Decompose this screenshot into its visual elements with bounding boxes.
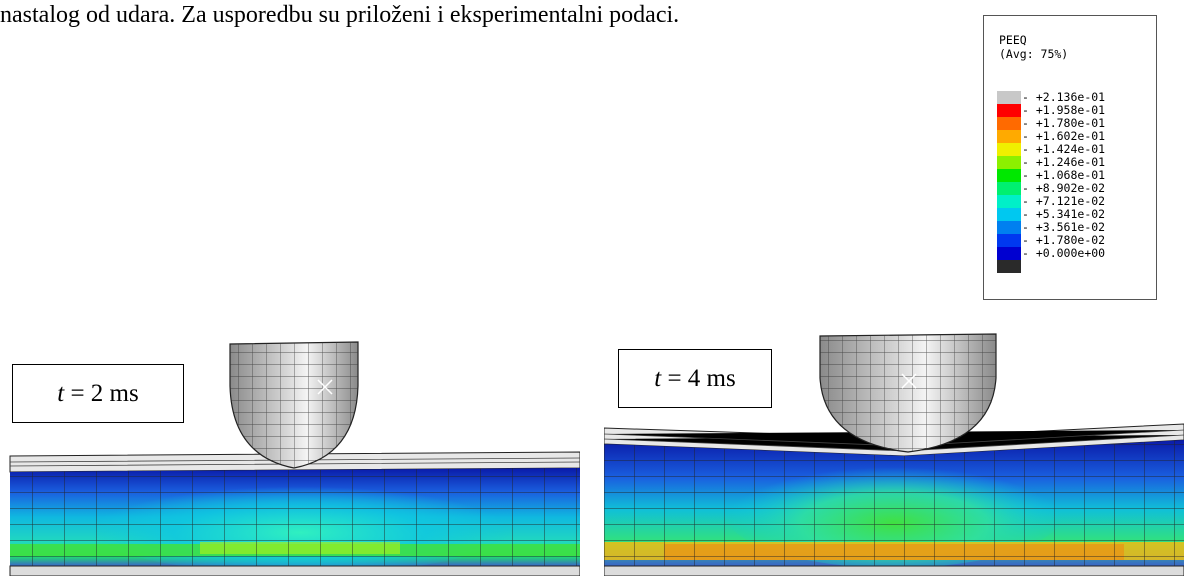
legend-value-label: +8.902e-02: [1022, 182, 1105, 195]
peeq-legend: PEEQ (Avg: 75%) +2.136e-01+1.958e-01+1.7…: [983, 15, 1157, 300]
legend-swatch: [997, 195, 1021, 208]
legend-swatch: [997, 156, 1021, 169]
legend-swatch: [997, 247, 1021, 260]
legend-swatch: [997, 208, 1021, 221]
legend-swatch: [997, 234, 1021, 247]
legend-value-label: +1.068e-01: [1022, 169, 1105, 182]
simulation-panel-2ms: t = 2 ms: [0, 316, 580, 576]
legend-title: PEEQ (Avg: 75%): [999, 33, 1068, 61]
legend-value-label: +3.561e-02: [1022, 221, 1105, 234]
legend-labels: +2.136e-01+1.958e-01+1.780e-01+1.602e-01…: [1022, 91, 1105, 260]
time-value: = 4 ms: [661, 365, 736, 392]
legend-swatch: [997, 130, 1021, 143]
legend-value-label: +1.602e-01: [1022, 130, 1105, 143]
legend-value-label: +1.780e-02: [1022, 234, 1105, 247]
time-label-4ms: t = 4 ms: [618, 349, 772, 408]
legend-swatch: [997, 143, 1021, 156]
legend-value-label: +1.958e-01: [1022, 104, 1105, 117]
legend-swatch: [997, 117, 1021, 130]
simulation-panel-4ms: t = 4 ms: [604, 316, 1184, 576]
legend-swatch: [997, 221, 1021, 234]
legend-swatch: [997, 91, 1021, 104]
time-variable: t: [654, 365, 662, 392]
legend-swatch: [997, 169, 1021, 182]
legend-title-averaging: (Avg: 75%): [999, 47, 1069, 61]
legend-value-label: +2.136e-01: [1022, 91, 1105, 104]
legend-swatch: [997, 260, 1021, 273]
legend-swatch: [997, 104, 1021, 117]
legend-color-bar: [997, 91, 1021, 273]
legend-value-label: +0.000e+00: [1022, 247, 1105, 260]
legend-swatch: [997, 182, 1021, 195]
legend-value-label: +7.121e-02: [1022, 195, 1105, 208]
time-label-2ms: t = 2 ms: [12, 364, 184, 423]
legend-value-label: +1.424e-01: [1022, 143, 1105, 156]
caption-text: nastalog od udara. Za usporedbu su prilo…: [0, 2, 680, 28]
time-value: = 2 ms: [64, 380, 139, 407]
time-variable: t: [57, 380, 65, 407]
legend-value-label: +5.341e-02: [1022, 208, 1105, 221]
fe-mesh-image-2ms: [9, 341, 580, 576]
legend-title-variable: PEEQ: [999, 33, 1027, 47]
legend-value-label: +1.246e-01: [1022, 156, 1105, 169]
fe-mesh-image-4ms: [604, 333, 1184, 576]
legend-value-label: +1.780e-01: [1022, 117, 1105, 130]
